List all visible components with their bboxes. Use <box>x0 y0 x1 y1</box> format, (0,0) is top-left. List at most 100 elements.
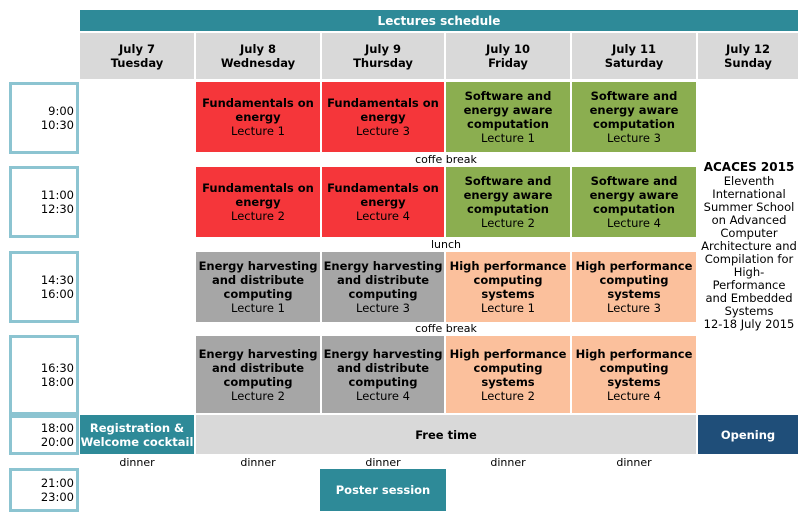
session-lecture: Lecture 2 <box>481 388 535 403</box>
session-title: Fundamentals on energy <box>327 181 439 209</box>
day-header-friday: July 10 Friday <box>446 33 570 79</box>
session-fundamentals-energy: Fundamentals on energy Lecture 1 <box>196 82 320 152</box>
time-start: 21:00 <box>40 476 74 490</box>
time-slot-4: 16:30 18:00 <box>9 335 79 415</box>
school-line: on Advanced <box>711 213 787 227</box>
session-title: High performance computing systems <box>575 346 693 389</box>
session-lecture: Lecture 2 <box>481 216 535 230</box>
session-fundamentals-energy: Fundamentals on energy Lecture 2 <box>196 167 320 237</box>
poster-session-label: Poster session <box>335 483 431 497</box>
day-weekday: Saturday <box>604 56 664 70</box>
session-lecture: Lecture 3 <box>356 301 410 315</box>
session-software-energy: Software and energy aware computation Le… <box>446 82 570 152</box>
school-line: Eleventh <box>723 174 775 188</box>
day-weekday: Wednesday <box>220 56 296 70</box>
dinner-label: dinner <box>365 456 401 469</box>
time-slot-3: 14:30 16:00 <box>9 251 79 323</box>
session-energy-harvesting: Energy harvesting and distribute computi… <box>196 252 320 322</box>
registration-label: Registration & Welcome cocktail <box>80 420 194 449</box>
day-header-sunday: July 12 Sunday <box>698 33 798 79</box>
session-title: Energy harvesting and distribute computi… <box>198 346 318 389</box>
day-date: July 9 <box>365 42 401 56</box>
school-title: ACACES 2015 <box>703 160 795 174</box>
session-title: Software and energy aware computation <box>589 174 679 216</box>
session-fundamentals-energy: Fundamentals on energy Lecture 3 <box>322 82 444 152</box>
session-title: High performance computing systems <box>449 346 567 389</box>
school-line: Summer School <box>703 200 795 214</box>
session-title: Software and energy aware computation <box>463 174 553 216</box>
schedule-title: Lectures schedule <box>80 10 798 31</box>
session-title: Fundamentals on energy <box>202 181 314 209</box>
time-end: 12:30 <box>40 202 74 216</box>
opening-block: Opening <box>698 415 798 454</box>
day-date: July 10 <box>486 42 530 56</box>
time-end: 18:00 <box>40 375 74 389</box>
session-lecture: Lecture 4 <box>607 388 661 403</box>
session-lecture: Lecture 4 <box>356 388 410 403</box>
dinner-label: dinner <box>119 456 155 469</box>
free-time-label: Free time <box>415 427 477 442</box>
session-title: High performance computing systems <box>575 259 693 301</box>
session-title: Software and energy aware computation <box>463 89 553 131</box>
coffee-break-label: coffe break <box>415 153 477 166</box>
session-title: Fundamentals on energy <box>202 96 314 124</box>
day-header-wednesday: July 8 Wednesday <box>196 33 320 79</box>
session-lecture: Lecture 1 <box>231 124 285 138</box>
time-end: 16:00 <box>40 287 74 301</box>
school-line: Architecture and <box>701 239 797 253</box>
day-header-saturday: July 11 Saturday <box>572 33 696 79</box>
day-date: July 12 <box>726 42 770 56</box>
time-slot-2: 11:00 12:30 <box>9 166 79 238</box>
session-hpc-systems: High performance computing systems Lectu… <box>446 336 570 413</box>
session-hpc-systems: High performance computing systems Lectu… <box>446 252 570 322</box>
session-lecture: Lecture 4 <box>607 216 661 230</box>
day-date: July 8 <box>240 42 276 56</box>
session-energy-harvesting: Energy harvesting and distribute computi… <box>322 336 444 413</box>
day-header-tuesday: July 7 Tuesday <box>80 33 194 79</box>
session-lecture: Lecture 2 <box>231 209 285 223</box>
time-start: 11:00 <box>40 188 74 202</box>
day-weekday: Thursday <box>353 56 413 70</box>
dinner-label: dinner <box>240 456 276 469</box>
dinner-label: dinner <box>616 456 652 469</box>
day-weekday: Tuesday <box>110 56 164 70</box>
opening-label: Opening <box>720 427 776 442</box>
session-lecture: Lecture 1 <box>231 301 285 315</box>
day-header-thursday: July 9 Thursday <box>322 33 444 79</box>
session-lecture: Lecture 4 <box>356 209 410 223</box>
session-title: Energy harvesting and distribute computi… <box>323 259 443 301</box>
dinner-label: dinner <box>490 456 526 469</box>
time-end: 23:00 <box>40 490 74 504</box>
session-software-energy: Software and energy aware computation Le… <box>446 167 570 237</box>
session-hpc-systems: High performance computing systems Lectu… <box>572 336 696 413</box>
session-lecture: Lecture 3 <box>607 131 661 145</box>
time-end: 10:30 <box>40 118 74 132</box>
registration-welcome-cocktail: Registration & Welcome cocktail <box>80 415 194 454</box>
time-end: 20:00 <box>40 435 74 449</box>
day-date: July 7 <box>119 42 155 56</box>
lunch-label: lunch <box>430 238 462 251</box>
school-info: ACACES 2015 Eleventh International Summe… <box>698 160 800 331</box>
time-start: 16:30 <box>40 361 74 375</box>
session-title: High performance computing systems <box>449 259 567 301</box>
time-start: 9:00 <box>48 104 74 118</box>
day-date: July 11 <box>612 42 656 56</box>
school-line: Compilation for <box>704 252 794 266</box>
session-title: Software and energy aware computation <box>589 89 679 131</box>
session-hpc-systems: High performance computing systems Lectu… <box>572 252 696 322</box>
session-lecture: Lecture 1 <box>481 131 535 145</box>
session-lecture: Lecture 3 <box>356 124 410 138</box>
session-energy-harvesting: Energy harvesting and distribute computi… <box>196 336 320 413</box>
day-weekday: Sunday <box>724 56 772 70</box>
session-lecture: Lecture 2 <box>231 388 285 403</box>
school-line: High-Performance <box>712 265 786 292</box>
session-title: Energy harvesting and distribute computi… <box>198 259 318 301</box>
session-software-energy: Software and energy aware computation Le… <box>572 167 696 237</box>
session-fundamentals-energy: Fundamentals on energy Lecture 4 <box>322 167 444 237</box>
school-line: Computer <box>720 226 778 240</box>
free-time-block: Free time <box>196 415 696 454</box>
school-line: and Embedded <box>705 291 793 305</box>
session-energy-harvesting: Energy harvesting and distribute computi… <box>322 252 444 322</box>
day-weekday: Friday <box>488 56 528 70</box>
coffee-break-label: coffe break <box>415 322 477 335</box>
